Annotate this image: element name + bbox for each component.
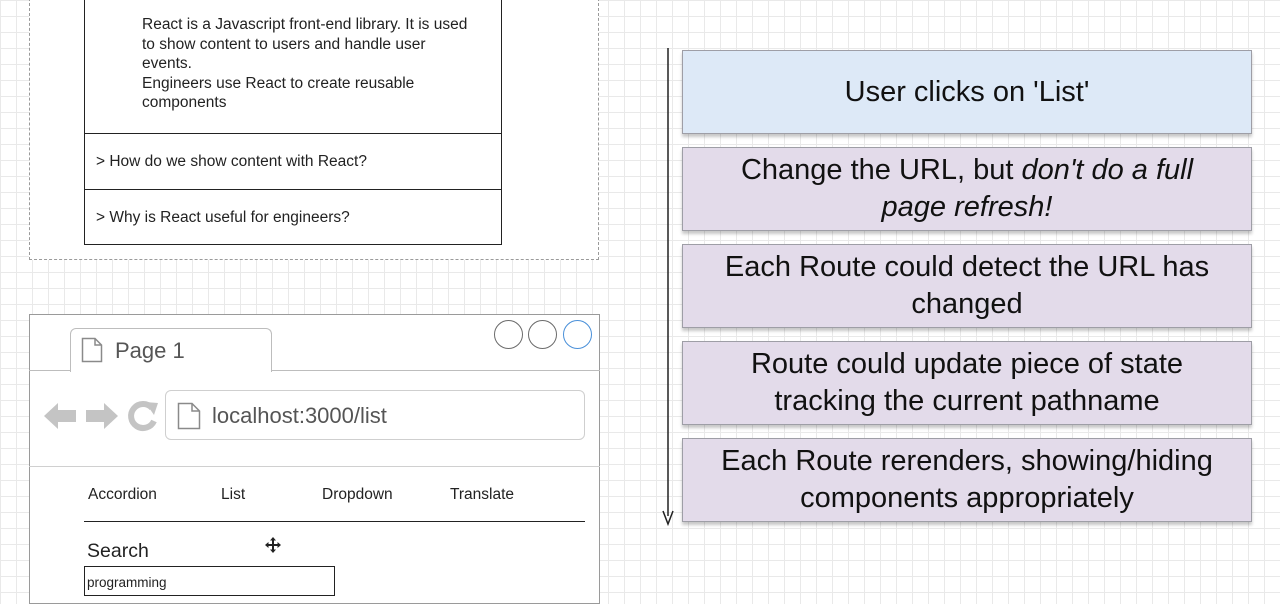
accordion-content-line: Engineers use React to create reusable [142,74,415,92]
search-label: Search [87,540,149,562]
address-bar[interactable] [165,390,585,440]
nav-link-dropdown[interactable]: Dropdown [322,486,393,503]
accordion [84,0,502,245]
accordion-item-show-content[interactable]: > How do we show content with React? [96,153,367,170]
browser-window [29,314,600,604]
nav-link-list[interactable]: List [221,486,246,503]
url-text: localhost:3000/list [212,403,387,428]
move-cursor-icon [265,537,281,558]
flow-step-change-url: Change the URL, but don't do a full page… [682,147,1252,231]
reload-icon[interactable] [126,399,160,438]
flow-step-text: Route could update piece of state tracki… [750,348,1184,417]
flow-arrow [660,48,676,533]
nav-link-accordion[interactable]: Accordion [88,486,157,503]
flow-step-text: Each Route could detect the URL has chan… [724,251,1210,320]
flow-step-rerender: Each Route rerenders, showing/hiding com… [682,438,1252,522]
accordion-divider [84,133,502,134]
accordion-divider [84,189,502,190]
forward-arrow-icon[interactable] [84,399,120,438]
flow-step-text: User clicks on 'List' [844,75,1090,108]
search-input-value: programming [87,575,167,590]
tab-title: Page 1 [115,338,185,363]
toolbar-divider [29,466,600,467]
accordion-content-line: React is a Javascript front-end library.… [142,16,468,33]
window-circle-maximize[interactable] [563,320,592,349]
flow-step-text: Change the URL, but [740,154,1022,186]
menu-underline [84,521,585,522]
accordion-item-why-useful[interactable]: > Why is React useful for engineers? [96,209,350,226]
accordion-content-line: components [142,94,227,111]
page-icon [177,402,201,435]
flow-step-emphasis: don't do a full page refresh! [881,154,1194,223]
tab-bar-divider [29,370,600,371]
window-circle-minimize[interactable] [528,320,557,349]
flow-step-text: Each Route rerenders, showing/hiding com… [721,445,1213,514]
window-circle-close[interactable] [494,320,523,349]
nav-link-translate[interactable]: Translate [450,486,515,503]
browser-tab[interactable] [70,328,272,372]
flow-step-route-detect: Each Route could detect the URL has chan… [682,244,1252,328]
flow-step-update-state: Route could update piece of state tracki… [682,341,1252,425]
accordion-content-line: events. [142,55,192,72]
accordion-content: React is a Javascript front-end library.… [142,15,502,113]
back-arrow-icon[interactable] [42,399,78,438]
accordion-content-line: to show content to users and handle user [142,35,426,53]
flow-step-user-clicks: User clicks on 'List' [682,50,1252,134]
page-icon [81,337,103,368]
